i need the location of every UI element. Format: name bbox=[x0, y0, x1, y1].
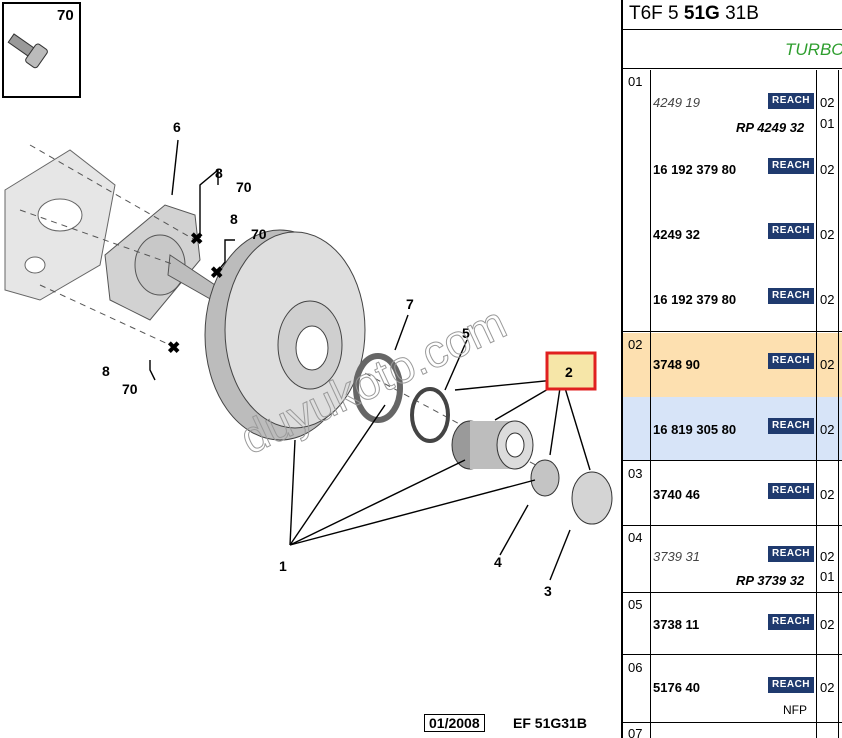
part-number[interactable]: 3739 31 bbox=[653, 549, 700, 564]
callout-8-c: 8 bbox=[102, 363, 110, 379]
seal-ring bbox=[353, 353, 403, 423]
quantity: 02 bbox=[820, 487, 835, 502]
stub-axle bbox=[104, 204, 216, 321]
reach-badge: REACH bbox=[768, 546, 814, 562]
quantity: 02 bbox=[820, 95, 835, 110]
reach-badge: REACH bbox=[768, 483, 814, 499]
part-number[interactable]: 3748 90 bbox=[653, 357, 700, 372]
quantity: 02 bbox=[820, 617, 835, 632]
engine-label: TURBO bbox=[623, 31, 842, 69]
cross-markers: ✖ ✖ ✖ bbox=[167, 231, 223, 357]
part-number[interactable]: 16 192 379 80 bbox=[653, 162, 737, 177]
leader-lines bbox=[149, 139, 591, 581]
group-row-01[interactable] bbox=[623, 70, 842, 332]
quantity: 01 bbox=[820, 116, 835, 131]
group-row-04[interactable] bbox=[623, 527, 842, 593]
svg-text:✖: ✖ bbox=[210, 265, 223, 282]
hub-nut bbox=[530, 459, 560, 497]
hub-cap bbox=[571, 471, 613, 525]
callout-8-b: 8 bbox=[230, 211, 238, 227]
reach-badge: REACH bbox=[768, 353, 814, 369]
parts-list-panel: T6F 5 51G 31B TURBO 01 4249 19 REACH 02 … bbox=[621, 0, 842, 738]
circlip bbox=[410, 387, 450, 443]
bolt-illustration bbox=[7, 33, 48, 69]
quantity: 02 bbox=[820, 227, 835, 242]
callout-70-c: 70 bbox=[122, 381, 138, 397]
callout-1: 1 bbox=[279, 558, 287, 574]
quantity: 02 bbox=[820, 422, 835, 437]
column-divider bbox=[816, 70, 817, 738]
item-number: 02 bbox=[628, 337, 643, 352]
quantity: 02 bbox=[820, 549, 835, 564]
part-number[interactable]: 3738 11 bbox=[653, 617, 700, 632]
callout-6: 6 bbox=[173, 119, 181, 135]
group-row-05[interactable] bbox=[623, 594, 842, 655]
replacement-part[interactable]: RP 3739 32 bbox=[736, 573, 805, 588]
reach-badge: REACH bbox=[768, 288, 814, 304]
quantity: 02 bbox=[820, 292, 835, 307]
panel-header: T6F 5 51G 31B bbox=[623, 0, 842, 30]
exploded-view-diagram: 70 bbox=[2, 2, 613, 599]
item-number: 07 bbox=[628, 726, 643, 738]
footer-date: 01/2008 bbox=[424, 714, 485, 732]
quantity: 02 bbox=[820, 162, 835, 177]
callout-70-b: 70 bbox=[251, 226, 267, 242]
reach-badge: REACH bbox=[768, 158, 814, 174]
item-number: 06 bbox=[628, 660, 643, 675]
callout-3: 3 bbox=[544, 583, 552, 599]
callout-2: 2 bbox=[565, 364, 573, 380]
brake-disc bbox=[204, 229, 366, 441]
reach-badge: REACH bbox=[768, 677, 814, 693]
inset-label-70: 70 bbox=[57, 7, 74, 24]
quantity: 02 bbox=[820, 680, 835, 695]
footer-code: EF 51G31B bbox=[513, 715, 587, 731]
item-number: 01 bbox=[628, 74, 643, 89]
callout-4: 4 bbox=[494, 554, 502, 570]
callout-5: 5 bbox=[462, 325, 470, 341]
part-number[interactable]: 16 819 305 80 bbox=[653, 422, 737, 437]
callout-8-a: 8 bbox=[215, 165, 223, 181]
part-number[interactable]: 3740 46 bbox=[653, 487, 700, 502]
item-number: 05 bbox=[628, 597, 643, 612]
part-number[interactable]: 16 192 379 80 bbox=[653, 292, 737, 307]
callout-70-a: 70 bbox=[236, 179, 252, 195]
column-divider bbox=[650, 70, 651, 738]
column-divider bbox=[838, 70, 839, 738]
svg-text:✖: ✖ bbox=[190, 231, 203, 248]
reach-badge: REACH bbox=[768, 93, 814, 109]
wheel-bearing bbox=[451, 420, 534, 470]
nfp-note: NFP bbox=[783, 703, 807, 717]
svg-text:✖: ✖ bbox=[167, 340, 180, 357]
part-number[interactable]: 4249 19 bbox=[653, 95, 700, 110]
assembly-axes bbox=[19, 144, 546, 471]
group-row-06[interactable] bbox=[623, 656, 842, 723]
quantity: 01 bbox=[820, 569, 835, 584]
highlight-box bbox=[545, 351, 597, 391]
part-number[interactable]: 4249 32 bbox=[653, 227, 700, 242]
group-row-03[interactable] bbox=[623, 462, 842, 526]
suspension-arm bbox=[4, 149, 116, 301]
reach-badge: REACH bbox=[768, 614, 814, 630]
reach-badge: REACH bbox=[768, 223, 814, 239]
item-number: 04 bbox=[628, 530, 643, 545]
item-number: 03 bbox=[628, 466, 643, 481]
reach-badge: REACH bbox=[768, 418, 814, 434]
callout-7: 7 bbox=[406, 296, 414, 312]
quantity: 02 bbox=[820, 357, 835, 372]
part-number[interactable]: 5176 40 bbox=[653, 680, 700, 695]
replacement-part[interactable]: RP 4249 32 bbox=[736, 120, 805, 135]
